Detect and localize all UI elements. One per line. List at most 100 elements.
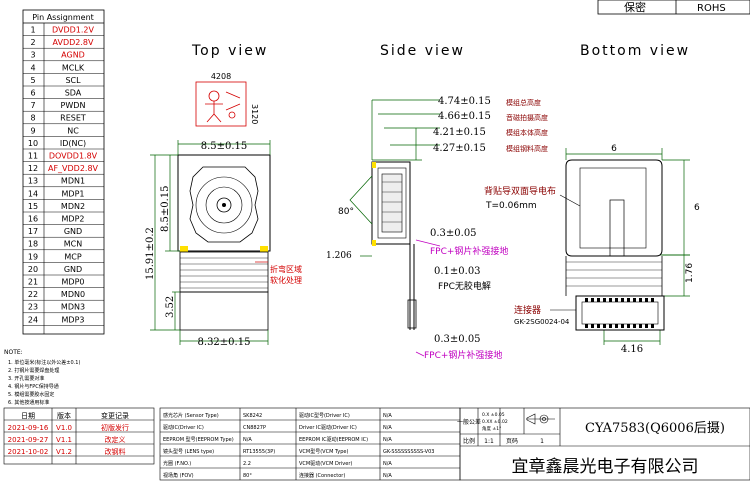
tape-note: 背贴导双面导电布: [484, 185, 556, 197]
connector-pin: [627, 298, 630, 302]
side-module-body: [371, 161, 411, 245]
pin-name: MDP1: [62, 189, 85, 198]
spec-value-2: N/A: [383, 473, 392, 479]
connector-pin: [651, 298, 654, 302]
pin-name: MDN1: [61, 177, 85, 186]
connector-pin: [585, 298, 588, 302]
bottom-dim-height: 6: [694, 203, 700, 213]
connector-pin: [645, 324, 648, 328]
connector-pin: [603, 298, 606, 302]
connector-pin: [609, 298, 612, 302]
rev-date: 2021-10-02: [8, 448, 49, 456]
connector-width-dim: 4.16: [621, 344, 643, 355]
pin-table-title: Pin Assignment: [32, 13, 94, 22]
rev-date: 2021-09-16: [8, 424, 49, 432]
title-block: [459, 407, 750, 481]
connector-offset-dim: 1.76: [685, 263, 695, 283]
fpc-note: FPC无胶电解: [438, 280, 491, 292]
connector-pin: [591, 298, 594, 302]
side-dim-note-4: 模组钢料高度: [506, 144, 548, 153]
spec-label-2: Driver IC驱动(Driver IC): [299, 424, 357, 431]
spec-label-2: EEPROM IC驱动(EEPROM IC): [299, 436, 368, 443]
fpc-thickness: 0.1±0.03: [434, 266, 481, 277]
tolerance-value: 角度 ±1°: [482, 425, 501, 432]
dim-body-height: 8.5±0.15: [160, 185, 171, 232]
pin-name: MDN0: [61, 290, 85, 299]
page-label: 页码: [506, 437, 518, 445]
bottom-dim-width: 6: [611, 144, 617, 154]
page-value: 1: [540, 438, 544, 445]
pin-name: AF_VDD2.8V: [48, 164, 99, 173]
spec-value-2: N/A: [383, 461, 392, 467]
spec-label: 镜头型号 (LENS type): [163, 448, 214, 455]
confidential-label: 保密: [624, 0, 646, 14]
spec-label: 驱动IC(Driver IC): [163, 424, 204, 431]
bottom-view: 6 6 1.76 4.16 背贴导双面导电布 T=0.06mm 连接器 GK-2…: [484, 144, 700, 355]
pin-number: 12: [28, 164, 38, 173]
pin-number: 5: [30, 76, 35, 85]
pin-number: 17: [28, 227, 38, 236]
connector-pin: [609, 324, 612, 328]
side-dim-note-1: 模组总高度: [506, 98, 541, 107]
projection-symbol-icon: [526, 413, 555, 425]
pin-number: 18: [28, 240, 38, 249]
connector-pin: [597, 298, 600, 302]
side-view-title: Side view: [380, 43, 465, 59]
spec-label-2: 驱动IC型号(Driver IC): [299, 412, 350, 419]
note-line: 4. 钢片与FPC保持导通: [8, 383, 59, 390]
pin-number: 24: [28, 315, 38, 324]
stiffener-thickness-2: 0.3±0.05: [434, 334, 481, 345]
spec-value-2: GK-SSSSSSSSSS-V03: [383, 449, 434, 455]
lens-holder: [189, 166, 259, 243]
side-dim-note-3: 模组本体高度: [506, 128, 548, 137]
pin-name: NC: [67, 126, 79, 135]
connector-pin: [615, 298, 618, 302]
pin-name: PWDN: [61, 101, 86, 110]
connector-pin: [621, 324, 624, 328]
connector-pin: [651, 324, 654, 328]
pin-name: MDN3: [61, 303, 85, 312]
pin-name: DVDD1.2V: [52, 26, 95, 35]
top-view: 4208 3120: [145, 72, 302, 348]
lens-aperture: [216, 197, 232, 213]
dim-tail: 3.52: [165, 296, 176, 318]
side-dim-2: 4.66±0.15: [438, 111, 491, 122]
pin-name: MDP2: [62, 215, 85, 224]
sensor-figure-icon: [205, 90, 241, 123]
spec-value: RT13555(3P): [243, 449, 275, 455]
pin-number: 11: [28, 152, 38, 161]
board-connector: [575, 295, 665, 331]
side-dim-4: 4.27±0.15: [433, 143, 486, 154]
connector-pins: [585, 298, 654, 328]
pin-name: MDN2: [61, 202, 85, 211]
spec-label-2: VCM驱动(VCM Driver): [299, 460, 352, 467]
pin-number: 1: [30, 26, 35, 35]
spec-label: 视场角 (FOV): [163, 472, 194, 479]
connector-pin: [633, 298, 636, 302]
rohs-label: ROHS: [697, 3, 726, 14]
spec-table: [159, 407, 461, 481]
note-line: 3. 开孔需要对准: [8, 375, 44, 382]
note-line: 5. 模组需要胶水固定: [8, 391, 54, 398]
rev-change: 初版发行: [101, 423, 129, 432]
top-view-title: Top view: [191, 43, 268, 59]
rev-version: V1.2: [56, 448, 72, 456]
revision-table: [3, 407, 155, 465]
pin-number: 14: [28, 189, 38, 198]
spec-value: N/A: [243, 437, 252, 443]
pin-number: 4: [30, 63, 35, 72]
pin-number: 22: [28, 290, 38, 299]
bottom-body: [565, 159, 663, 257]
notes-title: NOTE:: [4, 349, 23, 356]
rev-header-version: 版本: [57, 411, 71, 420]
connector-pin: [633, 324, 636, 328]
pin-number: 8: [30, 114, 35, 123]
pin-number: 10: [28, 139, 38, 148]
pin-number: 7: [30, 101, 35, 110]
stiffener-note-1: FPC+钢片补强接地: [430, 245, 508, 257]
connector-pin: [591, 324, 594, 328]
connector-pin: [603, 324, 606, 328]
note-line: 6. 其他按通用标准: [8, 399, 49, 406]
camera-body: [177, 154, 271, 252]
